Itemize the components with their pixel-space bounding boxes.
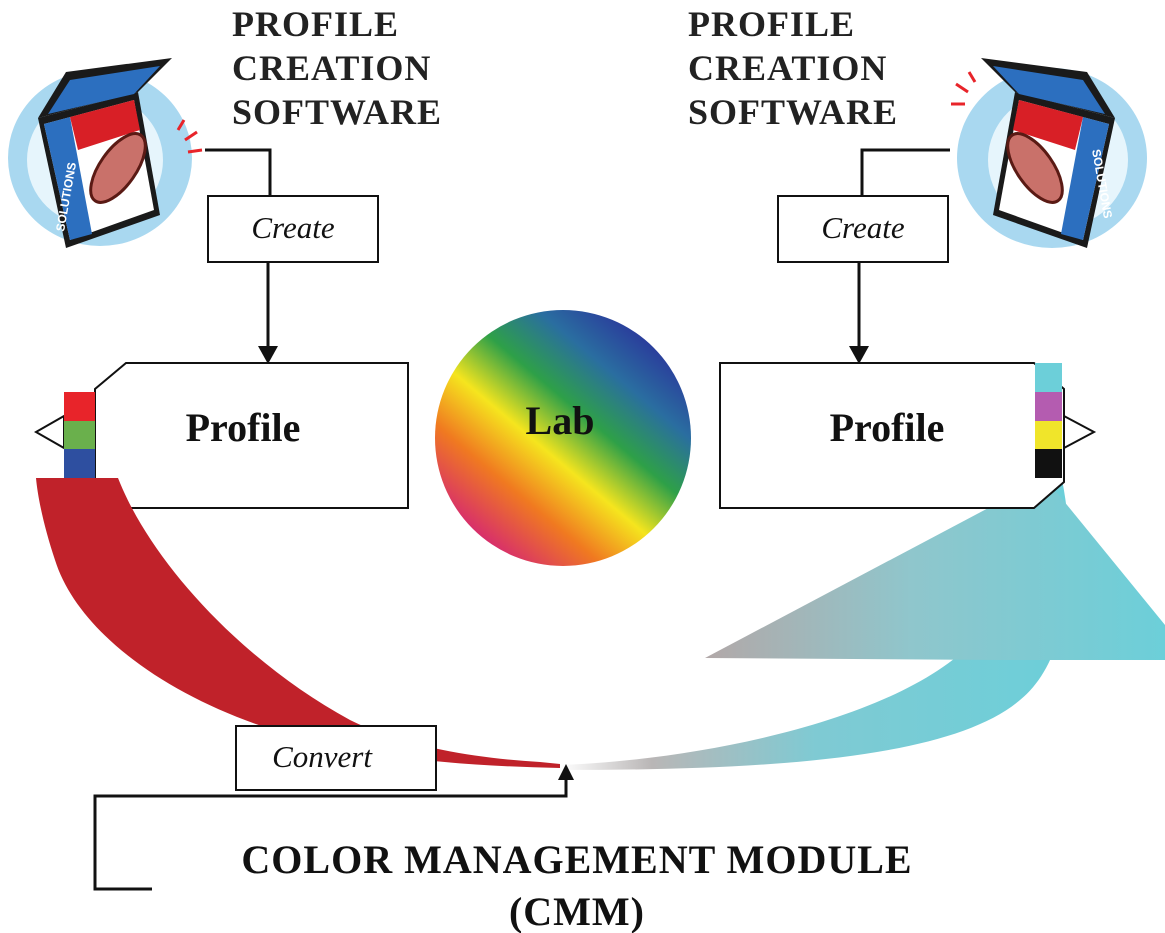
convert-box: Convert: [235, 725, 437, 791]
right-heading-line-3: SOFTWARE: [688, 92, 898, 132]
cmm-title: COLOR MANAGEMENT MODULE (CMM): [241, 837, 912, 933]
right-swatch-yellow: [1035, 421, 1062, 449]
left-profile-label: Profile: [186, 405, 301, 450]
right-spark-3: [967, 71, 977, 83]
convert-label: Convert: [272, 739, 373, 774]
left-spark-2: [187, 148, 203, 154]
right-swatch-magenta: [1035, 392, 1062, 421]
left-spark-3: [176, 119, 186, 131]
lab-label: Lab: [526, 398, 595, 443]
left-software-icon: SOLUTIONS: [8, 58, 203, 248]
left-create-label: Create: [251, 210, 334, 245]
left-peanut-icon: [89, 132, 147, 204]
right-create-box: Create: [777, 195, 949, 263]
right-channel-swatches: [1035, 363, 1062, 478]
cyan-output-flow: [560, 470, 1165, 770]
left-channel-swatches: [64, 392, 95, 478]
left-heading-line-3: SOFTWARE: [232, 92, 442, 132]
right-box-lid-inner: [993, 66, 1105, 114]
right-profile-label: Profile: [830, 405, 945, 450]
left-swatch-green: [64, 421, 95, 449]
right-create-label: Create: [821, 210, 904, 245]
left-software-heading: PROFILE CREATION SOFTWARE: [232, 4, 442, 132]
lab-color-space: Lab: [435, 310, 691, 566]
left-swatch-blue: [64, 449, 95, 478]
cmm-title-line-2: (CMM): [509, 889, 645, 933]
left-create-box: Create: [207, 195, 379, 263]
right-box-blue-stripe: [1061, 117, 1109, 240]
left-heading-line-1: PROFILE: [232, 4, 399, 44]
right-tag-tip: [1063, 414, 1097, 450]
left-box-blue-stripe: [44, 117, 92, 240]
right-swatch-black: [1035, 449, 1062, 478]
left-swatch-red: [64, 392, 95, 421]
cyan-flow-arrowhead: [705, 478, 1165, 660]
left-spark-1: [184, 130, 198, 142]
cmm-title-line-1: COLOR MANAGEMENT MODULE: [241, 837, 912, 882]
right-spark-1: [955, 82, 969, 94]
right-peanut-icon: [1006, 132, 1064, 204]
right-swatch-cyan: [1035, 363, 1062, 392]
cmm-arrow-head: [558, 764, 574, 780]
right-software-icon: SOLUTIONS: [951, 58, 1147, 248]
right-profile-tag: Profile: [719, 362, 1097, 509]
cyan-flow-band: [560, 470, 1070, 770]
lab-sphere: [435, 310, 691, 566]
left-heading-line-2: CREATION: [232, 48, 431, 88]
red-flow-band: [36, 478, 560, 768]
right-heading-line-1: PROFILE: [688, 4, 855, 44]
right-software-heading: PROFILE CREATION SOFTWARE: [688, 4, 898, 132]
right-software-connector: [860, 148, 950, 196]
red-input-flow: [36, 478, 560, 768]
left-tag-tip: [33, 414, 65, 450]
left-box-lid-inner: [48, 66, 160, 114]
cmm-connector: [93, 778, 568, 891]
left-create-arrow-head: [258, 346, 278, 364]
right-box-red-stripe: [1013, 100, 1083, 150]
left-box-red-stripe: [70, 100, 140, 150]
right-create-arrow-head: [849, 346, 869, 364]
right-heading-line-2: CREATION: [688, 48, 887, 88]
left-software-connector: [205, 148, 272, 196]
